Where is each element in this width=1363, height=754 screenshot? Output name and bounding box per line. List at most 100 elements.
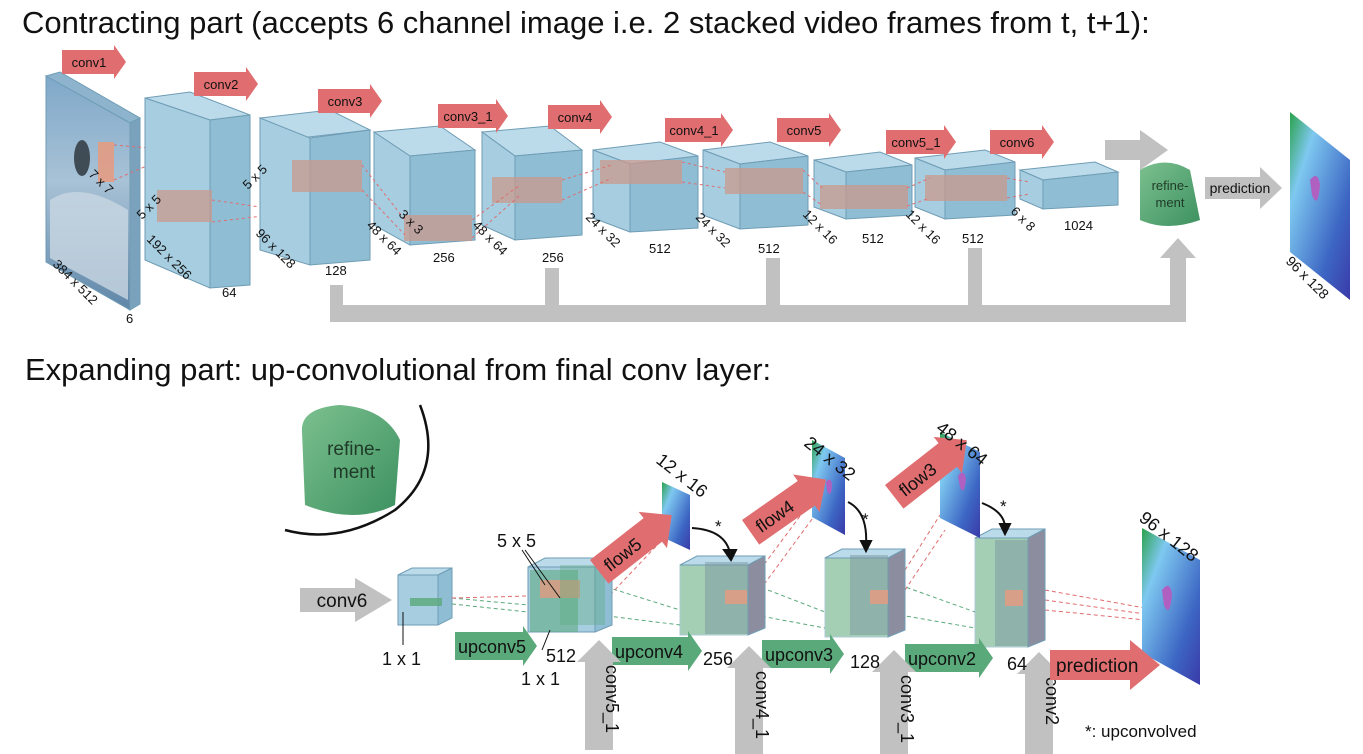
skip-stem-2 xyxy=(766,258,780,308)
one-by-one-pointer-2 xyxy=(541,629,551,651)
upconv-arrow-shape xyxy=(455,626,537,666)
layer-arrow-label: conv4 xyxy=(558,110,593,125)
box-conv4-1-out xyxy=(702,141,809,230)
upconv-label: upconv3 xyxy=(765,645,833,665)
layer-arrow-shape xyxy=(194,67,258,101)
layer-arrow-conv5: conv5 xyxy=(777,113,841,147)
layer-arrow-label: conv3_1 xyxy=(443,109,492,124)
channel-label: 512 xyxy=(758,241,780,256)
layer-arrow-shape xyxy=(62,45,126,79)
prediction-label-bottom: prediction xyxy=(1056,656,1138,677)
expanding-dashes xyxy=(451,499,1146,629)
layer-arrow-conv4: conv4 xyxy=(548,100,612,134)
output-flow-top: 96 x 128 xyxy=(1283,112,1350,302)
channel-label: 128 xyxy=(850,652,880,672)
skip-arrow-shape xyxy=(577,640,621,750)
arrow-upconv3: upconv3 xyxy=(762,634,844,674)
kernel-dashes xyxy=(361,161,1031,239)
box-conv6-out xyxy=(1018,161,1120,210)
skip-stem-1 xyxy=(545,268,559,308)
channel-label: 128 xyxy=(325,263,347,278)
upconv-curves xyxy=(691,501,1012,562)
layer-arrow-label: conv2 xyxy=(204,77,239,92)
prediction-arrow-bottom: prediction xyxy=(1050,640,1160,690)
channel-label: 1024 xyxy=(1064,218,1093,233)
flow-arrow-shape xyxy=(742,474,826,545)
prediction-label-top: prediction xyxy=(1210,180,1271,196)
channel-label: 256 xyxy=(542,250,564,265)
layer-arrow-shape xyxy=(990,125,1054,159)
skip-arrow-conv4-1: conv4_1 xyxy=(727,646,772,754)
skip-label: conv3_1 xyxy=(896,675,917,743)
box-conv3-1-out xyxy=(480,125,584,241)
upconv-label: upconv2 xyxy=(908,649,976,669)
contracting-layer-arrows: conv1 conv2 conv3 conv3_1 conv4 conv4_1 conv5 c… xyxy=(62,45,1054,159)
conv6-label: conv6 xyxy=(317,591,368,612)
one-by-one-label-left: 1 x 1 xyxy=(382,649,421,669)
box-conv5-1-out xyxy=(914,149,1016,220)
input-channels-label: 6 xyxy=(126,311,133,326)
layer-arrow-label: conv5 xyxy=(787,123,822,138)
skip-stem-3 xyxy=(968,248,982,308)
skip-arrow-shape xyxy=(872,650,916,754)
arrow-upconv4: upconv4 xyxy=(612,631,702,671)
refinement-cone-top: refine-ment xyxy=(1140,162,1200,226)
box-conv5-out xyxy=(813,151,913,220)
skip-label: conv4_1 xyxy=(751,671,772,739)
skip-label: conv5_1 xyxy=(601,665,622,733)
prediction-arrow-top: prediction xyxy=(1205,167,1282,209)
channel-label: 256 xyxy=(433,250,455,265)
upconv-star: * xyxy=(1000,497,1007,516)
upconv-label: upconv4 xyxy=(615,642,683,662)
box-conv2-out xyxy=(258,109,372,266)
flow-arrow-shape xyxy=(590,511,672,584)
channel-label: 64 xyxy=(222,285,236,300)
one-by-one-label-mid: 1 x 1 xyxy=(521,669,560,689)
layer-arrow-label: conv4_1 xyxy=(669,123,718,138)
box-conv1-out xyxy=(144,91,251,289)
prediction-arrow-shape xyxy=(1050,640,1160,690)
layer-arrow-shape xyxy=(318,84,382,118)
stage-cube-1 xyxy=(527,557,613,633)
expanding-title: Expanding part: up-convolutional from fi… xyxy=(25,352,772,387)
layer-arrow-conv4-1: conv4_1 xyxy=(665,113,733,147)
skip-arrow-conv3-1: conv3_1 xyxy=(872,650,917,754)
footnote: *: upconvolved xyxy=(1085,722,1197,741)
refinement-bracket xyxy=(284,404,430,536)
layer-arrow-shape xyxy=(665,113,733,147)
stage-cube-4 xyxy=(974,528,1046,648)
input-image xyxy=(44,71,142,311)
flow4-slab xyxy=(812,440,845,535)
layer-arrow-shape xyxy=(438,99,508,133)
skip-bus xyxy=(330,238,1196,322)
channel-label: 512 xyxy=(649,241,671,256)
kernel-pointer-1 xyxy=(521,549,546,586)
refinement-label-bottom: refine-ment xyxy=(327,439,381,483)
refinement-cone-bottom: refine-ment xyxy=(301,405,400,515)
layer-arrow-label: conv5_1 xyxy=(891,135,940,150)
upconv-arrow-shape xyxy=(905,638,993,678)
channel-label: 512 xyxy=(962,231,984,246)
layer-arrow-conv6: conv6 xyxy=(990,125,1054,159)
upconv-star: * xyxy=(862,510,869,529)
channel-label: 256 xyxy=(703,649,733,669)
upconv-arrow-shape xyxy=(762,634,844,674)
skip-arrow-shape xyxy=(727,646,771,754)
layer-arrow-shape xyxy=(548,100,612,134)
layer-arrow-conv1: conv1 xyxy=(62,45,126,79)
layer-arrow-conv3-1: conv3_1 xyxy=(438,99,508,133)
kernel-pointer-2 xyxy=(524,549,561,599)
box-conv3-out xyxy=(372,125,477,246)
stage-cube-2 xyxy=(679,555,766,636)
channel-label: 512 xyxy=(862,231,884,246)
box-conv4-out xyxy=(592,141,699,233)
arrow-upconv2: upconv2 xyxy=(905,638,993,678)
kernel-label-5x5: 5 x 5 xyxy=(497,531,536,551)
arrow-flow5: flow5 xyxy=(590,511,672,584)
layer-arrow-label: conv3 xyxy=(328,94,363,109)
final-flow-slab xyxy=(1142,528,1200,685)
layer-arrow-conv5-1: conv5_1 xyxy=(886,125,956,159)
flow-arrow-shape xyxy=(885,436,967,509)
